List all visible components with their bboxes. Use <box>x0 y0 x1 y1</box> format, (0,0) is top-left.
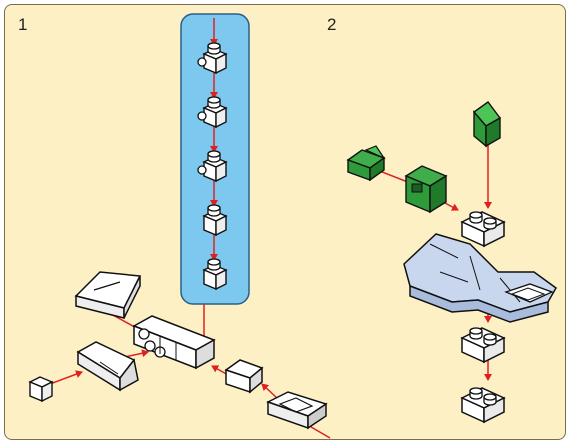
wing-assembly <box>403 233 557 323</box>
green-slope-top <box>472 101 502 148</box>
single-cube-piece <box>29 376 53 402</box>
slope-piece <box>224 359 264 394</box>
step-number-1: 1 <box>18 15 28 34</box>
white-brick-top <box>462 212 504 246</box>
green-slope-small <box>346 145 386 182</box>
white-brick-bottom <box>462 388 504 422</box>
sub-assembly-callout <box>180 13 250 305</box>
engine-piece <box>266 391 328 430</box>
wedge-plate-top <box>74 271 142 319</box>
long-brick-assembly <box>132 315 216 370</box>
callout-brick-2 <box>197 96 227 128</box>
green-bracket <box>404 165 448 214</box>
callout-brick-3 <box>197 150 227 182</box>
wedge-plate-bottom <box>76 341 139 392</box>
step-number-2: 2 <box>327 15 337 34</box>
white-brick-middle <box>462 328 504 362</box>
callout-brick-1 <box>197 42 227 74</box>
